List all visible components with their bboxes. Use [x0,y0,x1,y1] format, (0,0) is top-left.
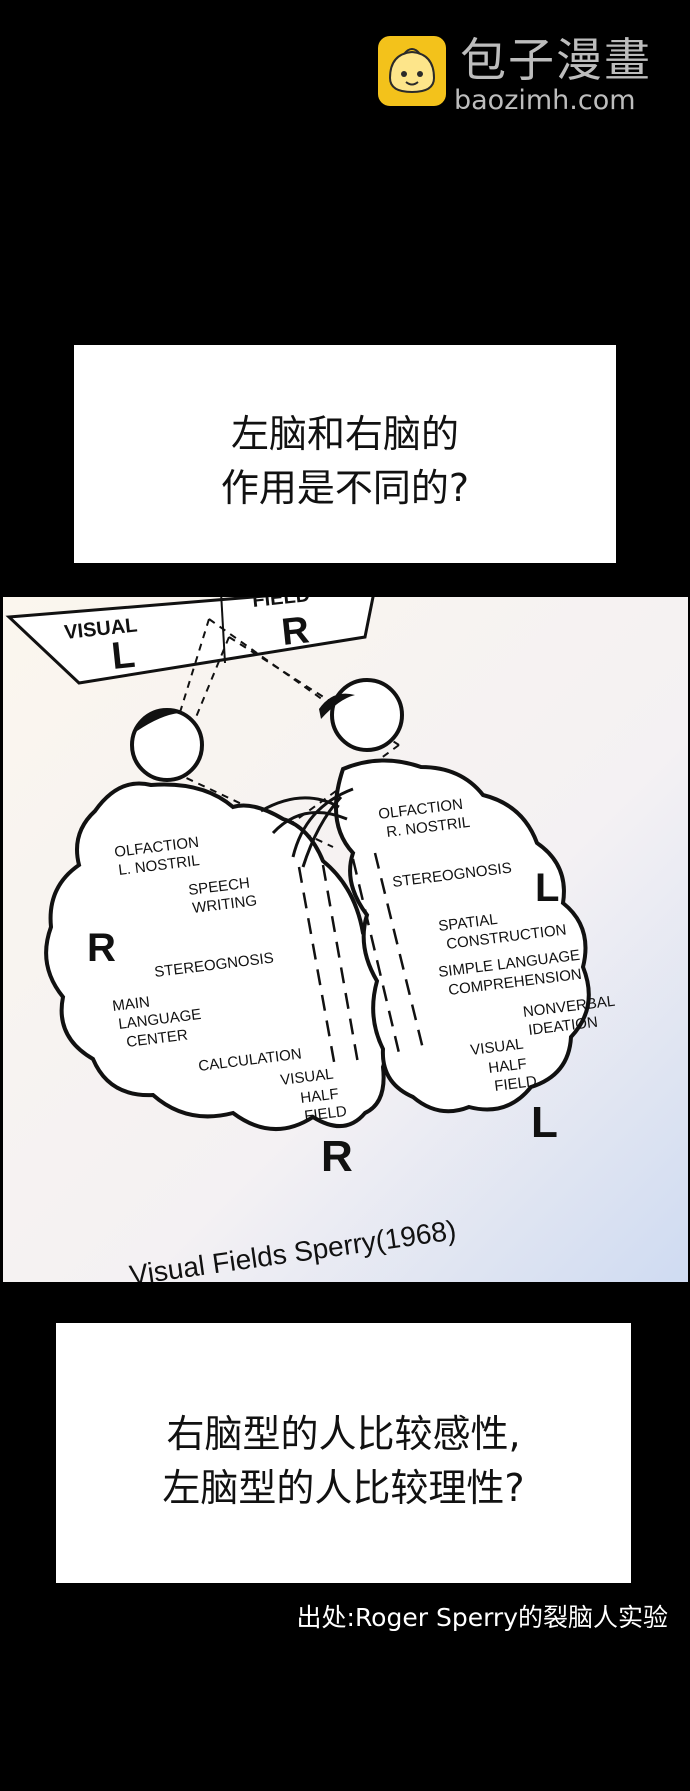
right-eye-pupil [319,693,355,719]
screen-left-letter: L [110,634,137,678]
right-hemisphere [333,758,591,1114]
bun-mascot-icon [376,34,448,108]
left-half: HALF [299,1085,339,1107]
watermark-url: baozimh.com [454,85,636,116]
left-main: MAIN [111,994,150,1015]
caption-box-2: 右脑型的人比较感性, 左脑型的人比较理性? [56,1323,631,1583]
brain-diagram-panel: VISUAL FIELD L R [3,597,688,1282]
left-big-letter: R [87,926,116,970]
watermark-title: 包子漫畫 [460,33,652,87]
watermark: 包子漫畫 baozimh.com [376,33,676,116]
brain-diagram: VISUAL FIELD L R [3,597,688,1282]
neural-pathways [297,852,425,1070]
left-eye [130,708,204,782]
left-visual: VISUAL [279,1066,334,1089]
right-bottom-letter: L [531,1098,558,1147]
screen-right-letter: R [280,609,312,654]
right-big-letter: L [535,866,559,910]
right-eye [330,678,404,752]
caption-box-1: 左脑和右脑的 作用是不同的? [74,345,616,563]
source-credit: 出处:Roger Sperry的裂脑人实验 [296,1603,668,1632]
right-half: HALF [487,1055,527,1077]
right-visual: VISUAL [469,1036,524,1059]
corpus-callosum [260,787,354,868]
left-field: FIELD [303,1103,347,1125]
visual-field-screen [5,597,375,685]
screen-divider [220,597,226,664]
left-eye-pupil [137,710,179,731]
caption-1-line-1: 左脑和右脑的 [230,412,459,456]
caption-1-line-2: 作用是不同的? [220,466,470,510]
right-field: FIELD [493,1073,537,1095]
left-bottom-letter: R [321,1132,353,1181]
caption-2-line-1: 右脑型的人比较感性, [166,1412,521,1456]
caption-2-line-2: 左脑型的人比较理性? [162,1466,525,1510]
left-hemisphere [44,781,391,1131]
